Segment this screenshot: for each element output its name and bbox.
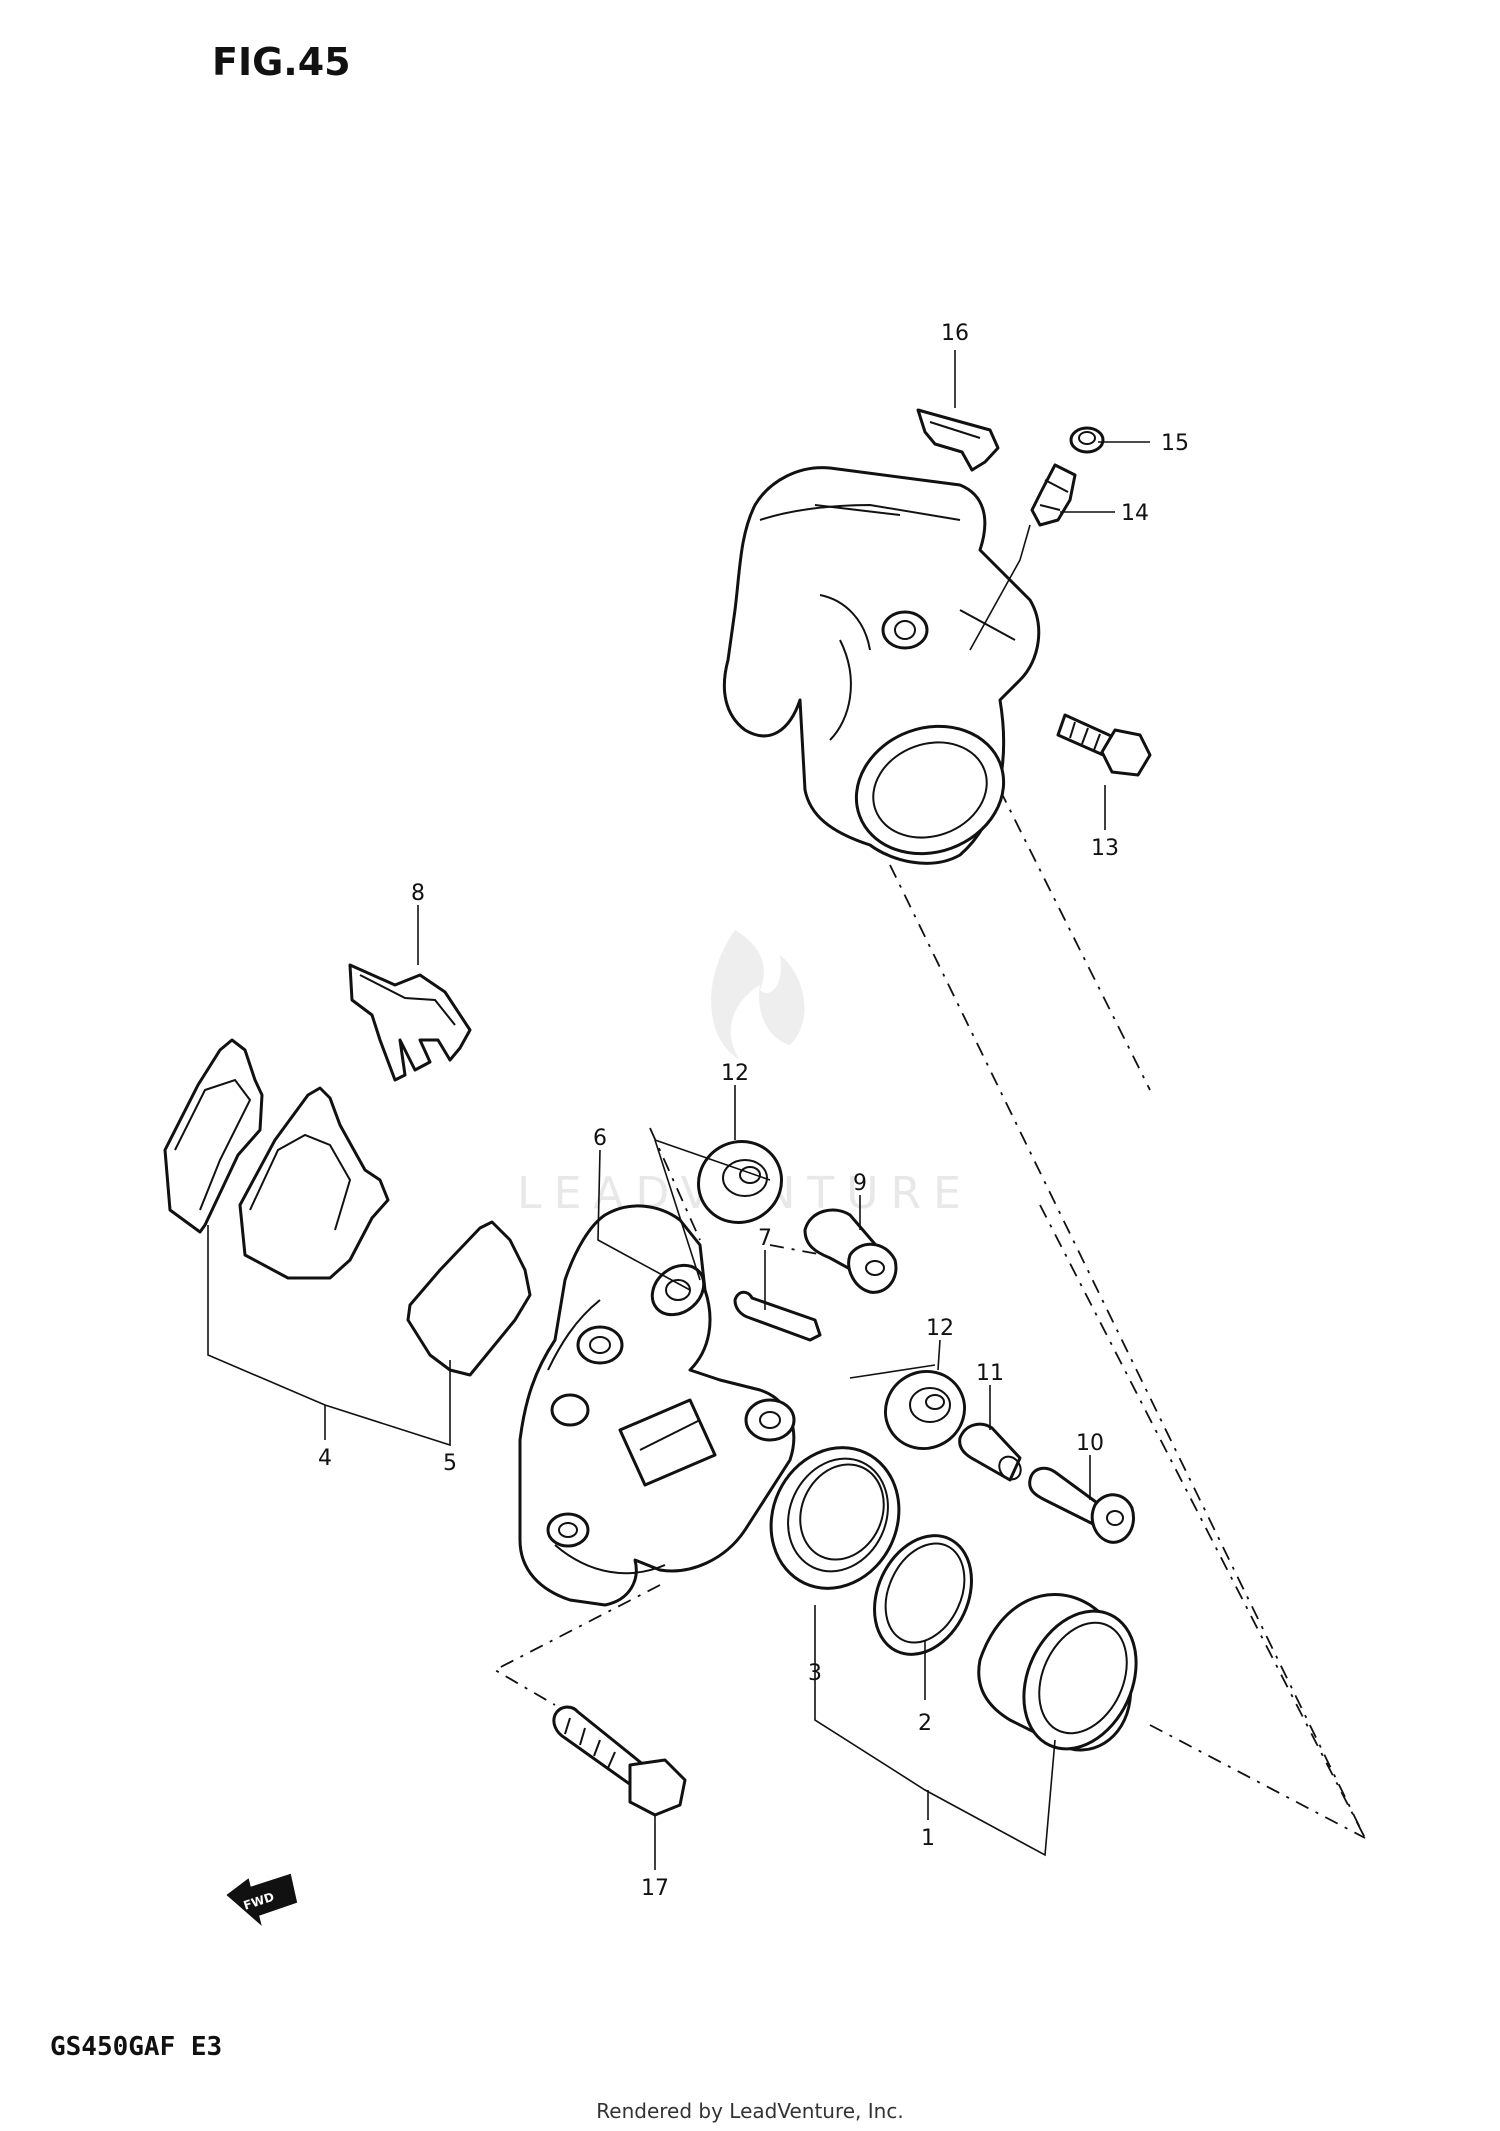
callout-labels: 16 15 14 13 8 12 6 9 7 12 11 10 5 4 3 2 … bbox=[318, 321, 1189, 1901]
bleeder-valve-14 bbox=[1030, 463, 1077, 527]
callout-3: 3 bbox=[808, 1661, 822, 1686]
callout-17: 17 bbox=[641, 1876, 669, 1901]
forward-arrow-icon: FWD bbox=[226, 1873, 298, 1926]
callout-2: 2 bbox=[918, 1711, 932, 1736]
callout-12-upper: 12 bbox=[721, 1061, 749, 1086]
caliper-upper-body bbox=[722, 466, 1041, 865]
callout-1: 1 bbox=[921, 1826, 935, 1851]
pad-spring-clip-16 bbox=[916, 408, 1000, 472]
callout-10: 10 bbox=[1076, 1431, 1104, 1456]
pad-pin-7 bbox=[733, 1290, 822, 1342]
slide-pin-9 bbox=[803, 1208, 898, 1294]
callout-14: 14 bbox=[1121, 501, 1149, 526]
callout-11: 11 bbox=[976, 1361, 1004, 1386]
callout-4: 4 bbox=[318, 1446, 332, 1471]
figure-title: FIG.45 bbox=[212, 40, 351, 84]
callout-6: 6 bbox=[593, 1126, 607, 1151]
callout-5: 5 bbox=[443, 1451, 457, 1476]
boot-12-lower bbox=[883, 1369, 967, 1451]
callout-8: 8 bbox=[411, 881, 425, 906]
callout-12-lower: 12 bbox=[926, 1316, 954, 1341]
dust-seal-3 bbox=[769, 1446, 901, 1590]
pad-spring-8 bbox=[348, 963, 472, 1082]
footer-credit: Rendered by LeadVenture, Inc. bbox=[596, 2099, 903, 2123]
callout-16: 16 bbox=[941, 321, 969, 346]
caliper-bracket-6 bbox=[518, 1204, 796, 1607]
callout-9: 9 bbox=[853, 1171, 867, 1196]
bleeder-cap-15 bbox=[1069, 426, 1105, 454]
model-code: GS450GAF E3 bbox=[50, 2032, 222, 2062]
caliper-bolt-17 bbox=[552, 1705, 687, 1817]
leader-lines bbox=[207, 350, 1150, 1870]
brake-pad-4 bbox=[163, 1038, 390, 1280]
boot-12-upper bbox=[696, 1139, 784, 1225]
guide-lines bbox=[493, 789, 1366, 1839]
callout-13: 13 bbox=[1091, 836, 1119, 861]
slide-pin-10 bbox=[1028, 1466, 1135, 1544]
callout-15: 15 bbox=[1161, 431, 1189, 456]
sleeve-11 bbox=[958, 1422, 1022, 1482]
callout-7: 7 bbox=[758, 1226, 772, 1251]
piston-seal-2 bbox=[873, 1534, 973, 1656]
pad-shim-5 bbox=[406, 1220, 532, 1377]
piston-1 bbox=[977, 1593, 1138, 1752]
caliper-bolt-13 bbox=[1056, 713, 1152, 777]
